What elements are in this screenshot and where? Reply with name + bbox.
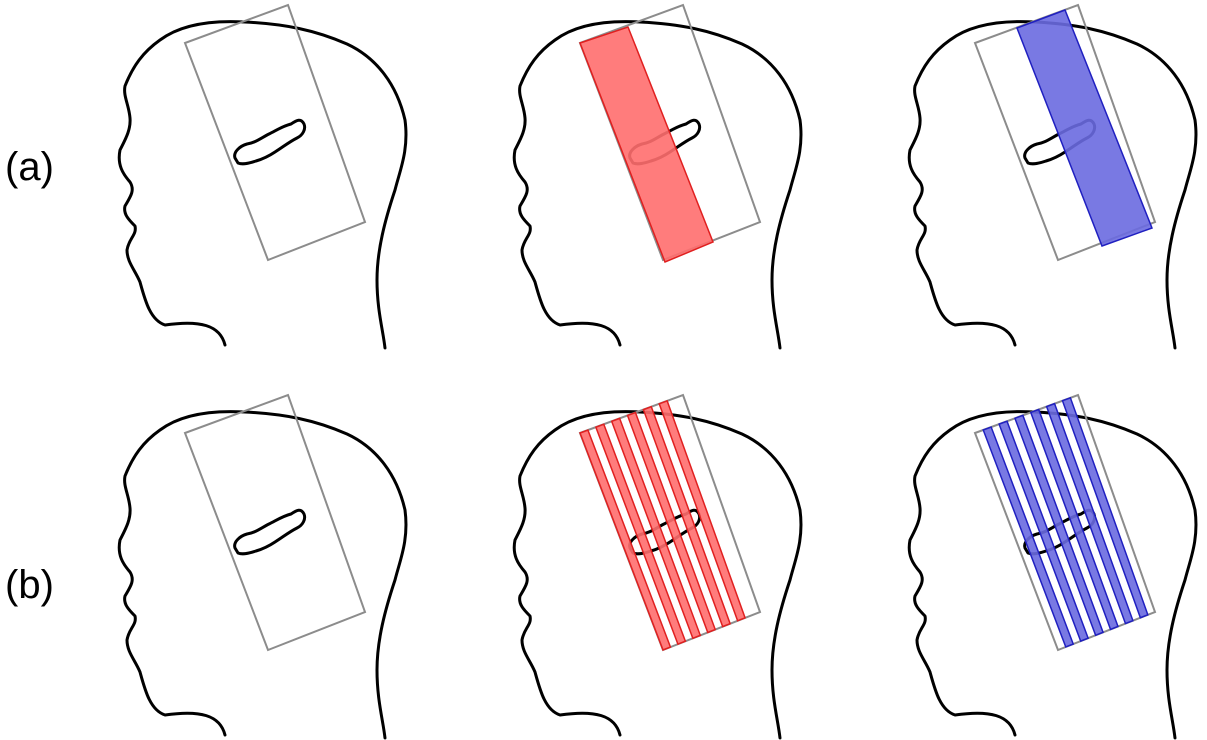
panel-b-outline [119, 395, 406, 738]
row-label-a: (a) [5, 145, 54, 189]
panel-a-outline [119, 5, 406, 348]
panel-a-red [514, 5, 801, 348]
blue-band [1017, 10, 1152, 246]
red-band [580, 27, 713, 262]
panel-a-blue [909, 5, 1196, 348]
panel-b-red [514, 395, 801, 738]
panel-b-blue [909, 395, 1196, 738]
row-label-b: (b) [5, 563, 54, 607]
